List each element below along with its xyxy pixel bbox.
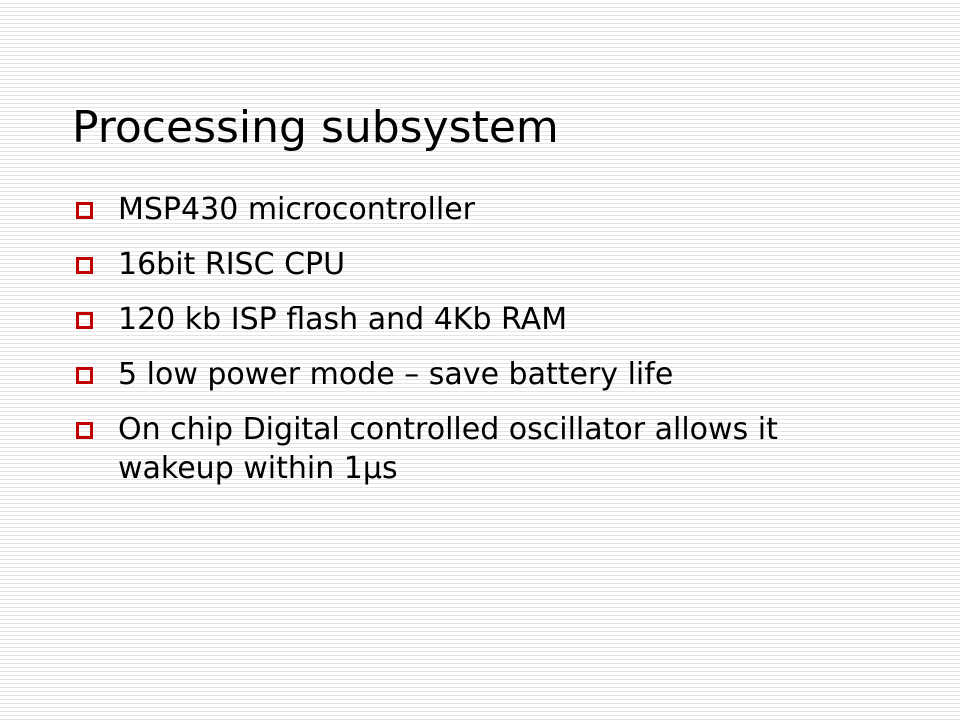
bullet-text: MSP430 microcontroller (118, 192, 476, 227)
hollow-square-bullet-icon (76, 422, 93, 439)
hollow-square-bullet-icon (76, 202, 93, 219)
bullet-item: 5 low power mode – save battery life (72, 355, 892, 394)
bullet-text: 5 low power mode – save battery life (118, 357, 674, 392)
bullet-text: 120 kb ISP flash and 4Kb RAM (118, 302, 568, 337)
bullet-item: On chip Digital controlled oscillator al… (72, 410, 892, 488)
hollow-square-bullet-icon (76, 367, 93, 384)
bullet-item: 120 kb ISP flash and 4Kb RAM (72, 300, 892, 339)
bullet-text: On chip Digital controlled oscillator al… (118, 412, 778, 486)
bullet-item: 16bit RISC CPU (72, 245, 892, 284)
bullet-item: MSP430 microcontroller (72, 190, 892, 229)
slide-title: Processing subsystem (72, 102, 559, 153)
bullet-text: 16bit RISC CPU (118, 247, 346, 282)
hollow-square-bullet-icon (76, 312, 93, 329)
hollow-square-bullet-icon (76, 257, 93, 274)
bullet-list: MSP430 microcontroller 16bit RISC CPU 12… (72, 190, 892, 504)
